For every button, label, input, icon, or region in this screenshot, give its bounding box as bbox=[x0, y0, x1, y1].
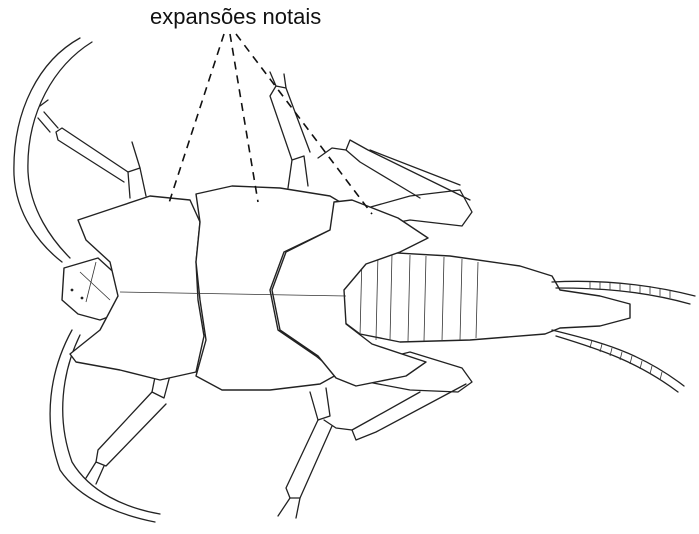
upper-antenna bbox=[14, 38, 92, 262]
pointer-line-pronotal bbox=[168, 34, 224, 206]
fore-leg-upper bbox=[38, 100, 146, 198]
notal-expansions-label: expansões notais bbox=[150, 4, 410, 30]
middle-leg-lower bbox=[278, 388, 332, 518]
abdomen bbox=[342, 252, 630, 342]
middle-leg-upper bbox=[270, 72, 310, 188]
pointer-line-mesonotal bbox=[230, 34, 258, 202]
